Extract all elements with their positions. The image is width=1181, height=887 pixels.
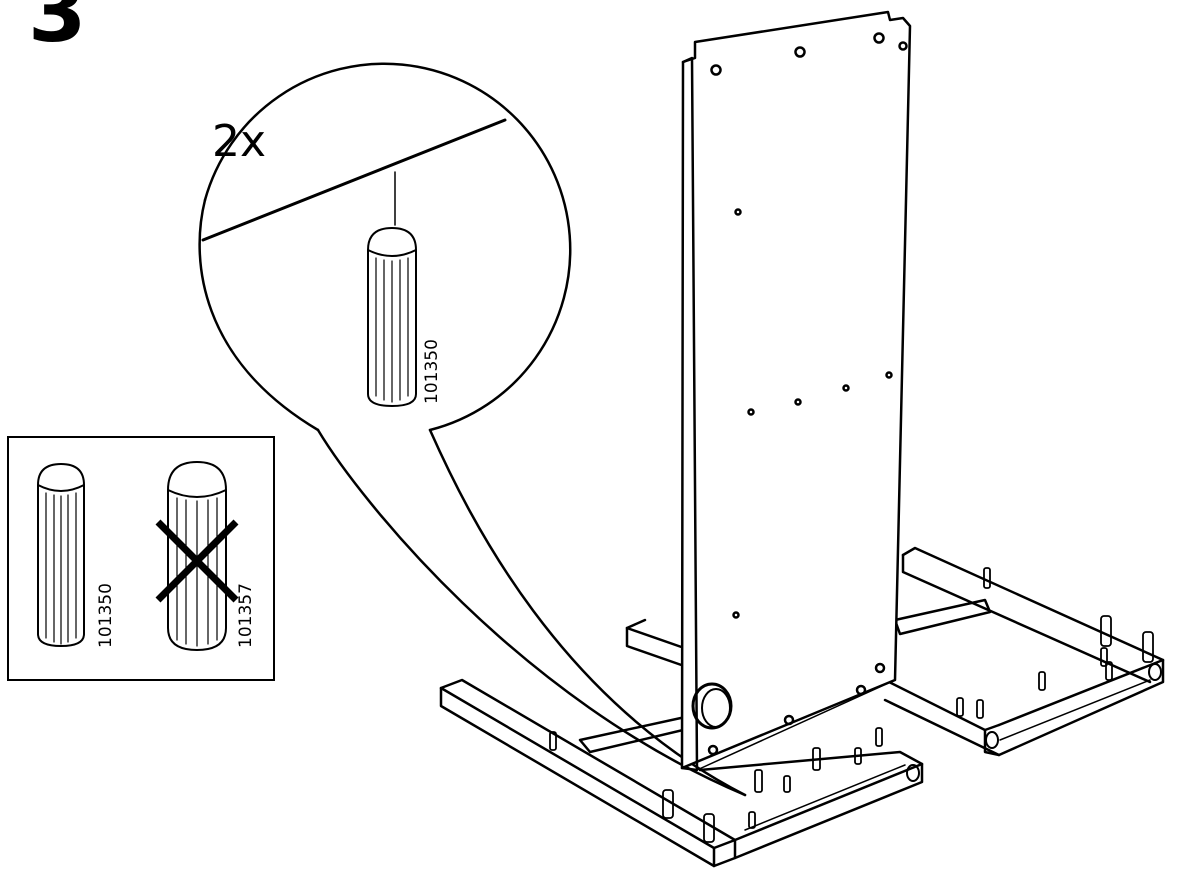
frame-end-caps [906,663,1162,782]
quantity-label: 2x [212,116,267,167]
base-frame-front [439,618,924,868]
zoom-callout [198,62,747,797]
dowel-correct [37,463,85,647]
dowel-wrong [167,461,227,651]
step-number: 3 [28,0,87,61]
dowel-zoom [367,227,417,407]
frame-bolts [662,615,1154,843]
side-panel [680,10,912,772]
part-number-correct: 101350 [96,583,116,648]
base-frame-back [883,546,1165,757]
cross-out-icon [155,519,239,603]
dowel-comparison-box [7,436,275,681]
part-number-zoom: 101350 [422,339,442,404]
frame-dowels [549,567,1113,829]
part-number-wrong: 101357 [236,583,256,648]
